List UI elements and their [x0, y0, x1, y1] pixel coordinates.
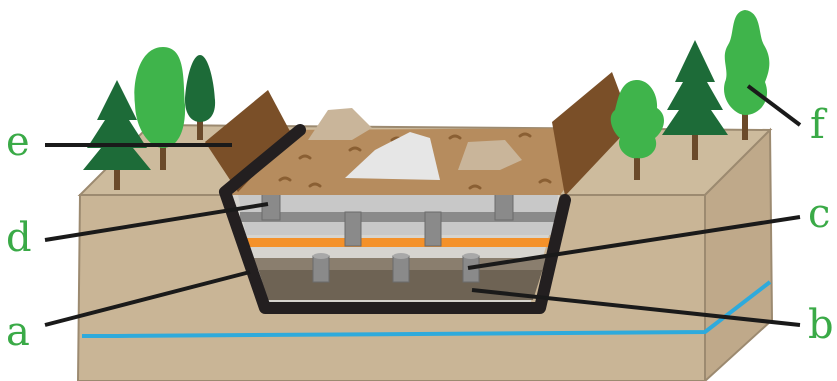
label-c: c [808, 194, 830, 234]
upper-pipe [425, 212, 441, 246]
lower-pipe-top [393, 253, 409, 259]
tree-icon [724, 10, 769, 140]
label-d: d [6, 218, 32, 258]
lower-pipe [393, 256, 409, 282]
lower-pipe-top [463, 253, 479, 259]
label-e: e [6, 122, 30, 162]
label-a: a [6, 312, 30, 352]
lower-pipe [313, 256, 329, 282]
label-b: b [808, 305, 834, 345]
lower-pipe-top [313, 253, 329, 259]
upper-pipe [345, 212, 361, 246]
label-f: f [810, 105, 825, 145]
orange-membrane-layer [246, 238, 553, 247]
